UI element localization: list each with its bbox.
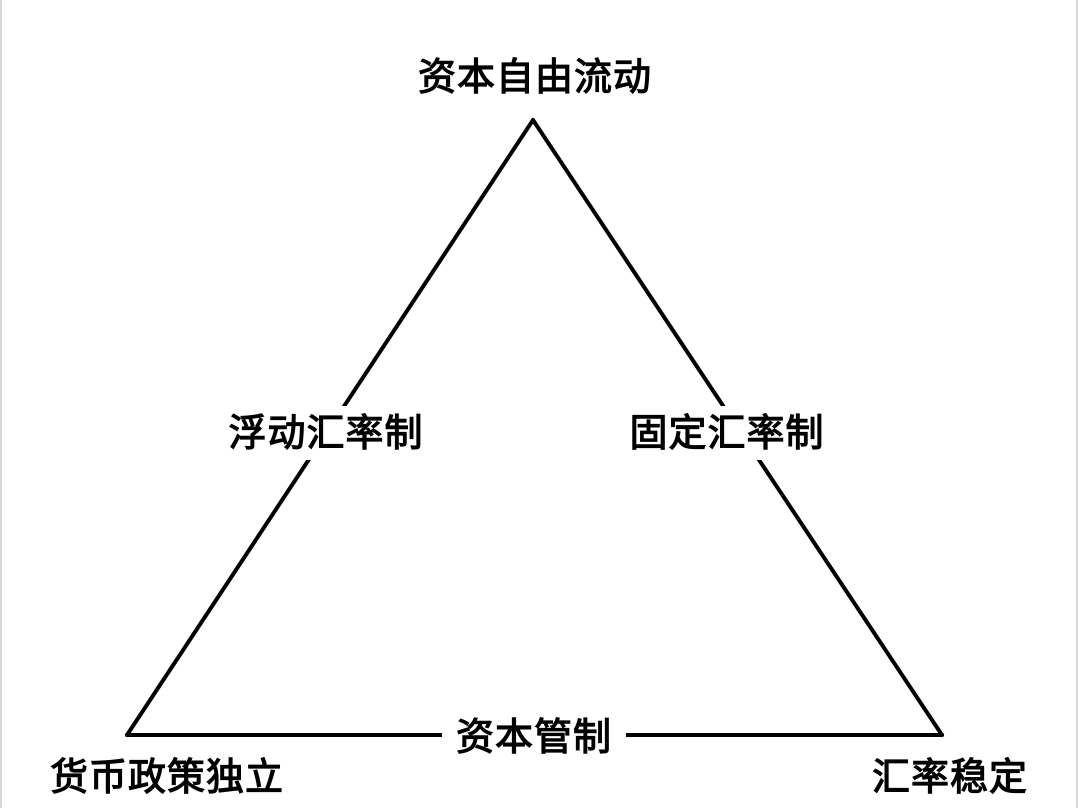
vertex-label-top: 资本自由流动 [417,55,653,99]
edge-label-left: 浮动汇率制 [222,406,430,460]
edge-label-right: 固定汇率制 [623,406,831,460]
frame-left-edge [0,0,2,808]
frame-right-edge [1076,0,1078,808]
edge-label-bottom: 资本管制 [441,716,627,758]
vertex-label-bottom-right: 汇率稳定 [871,755,1028,799]
vertex-label-bottom-left: 货币政策独立 [50,755,285,799]
